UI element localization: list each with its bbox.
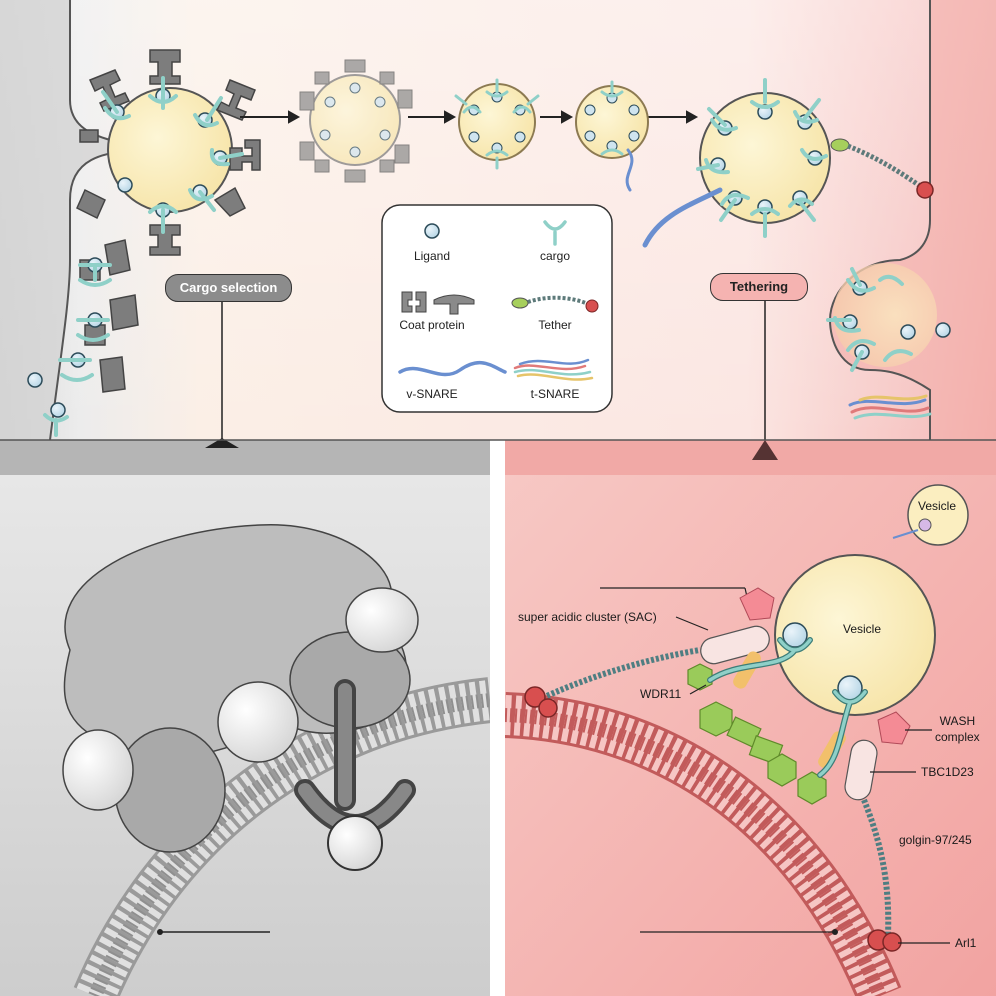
vesicle-main-label: Vesicle	[843, 622, 882, 636]
vesicle-main	[774, 554, 936, 716]
wash-complex-top	[739, 587, 775, 621]
golgin-right	[861, 798, 892, 936]
legend-tsnare-label: t-SNARE	[530, 387, 580, 401]
legend-ligand-label: Ligand	[413, 249, 451, 263]
legend-vsnare-label: v-SNARE	[406, 387, 458, 401]
bottom-right-panel	[504, 440, 996, 996]
golgin-label: golgin-97/245	[899, 833, 972, 847]
cargo-selection-pill: Cargo selection	[165, 274, 292, 302]
tbc1d23-label: TBC1D23	[921, 765, 974, 779]
legend-coat-protein-label: Coat protein	[399, 318, 465, 332]
vesicle-inset-label: Vesicle	[918, 499, 957, 513]
sac-label: super acidic cluster (SAC)	[518, 610, 657, 624]
donor-compartment	[0, 0, 150, 440]
legend-vsnare-icon	[398, 360, 507, 377]
vesicle-with-vsnare	[575, 80, 649, 192]
fusing-vesicle	[826, 263, 951, 420]
legend-box	[381, 204, 613, 413]
arl1-label: Arl1	[955, 936, 977, 950]
wdr11-chain	[687, 663, 827, 805]
tethering-pill: Tethering	[710, 273, 808, 301]
legend-ligand-icon	[424, 223, 440, 239]
golgin-left	[536, 647, 701, 703]
membrane-coat-cluster	[27, 239, 139, 437]
budding-coated-vesicle	[76, 49, 261, 256]
legend-cargo-label: cargo	[539, 249, 571, 263]
legend-cargo-icon	[543, 220, 567, 246]
bottom-left-panel	[0, 438, 493, 996]
legend-tsnare-icon	[513, 358, 594, 381]
ligand-ball	[327, 815, 383, 871]
legend-tether-icon	[511, 295, 599, 313]
uncoated-vesicle	[454, 78, 540, 170]
legend-tether-label: Tether	[538, 318, 572, 332]
coated-vesicle-uncoating	[299, 59, 413, 183]
wash-complex-label: WASH complex	[935, 714, 980, 744]
legend-coat-protein-icon	[401, 291, 475, 315]
tbc1d23-top	[700, 625, 770, 665]
wash-complex-bottom	[877, 711, 911, 745]
tethered-vesicle	[642, 78, 934, 248]
wdr11-label: WDR11	[640, 687, 682, 701]
vesicle-inset	[907, 484, 969, 546]
